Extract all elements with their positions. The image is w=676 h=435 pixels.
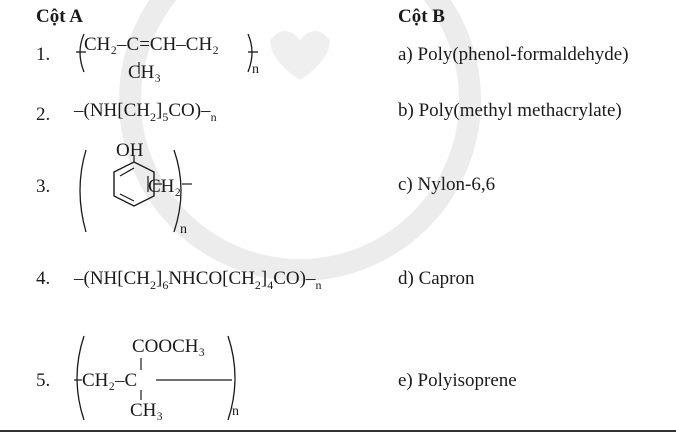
formula-2-n: n xyxy=(210,110,217,124)
formula-5-n: n xyxy=(232,404,239,419)
formula-3-n: n xyxy=(180,222,187,237)
formula-3-ring xyxy=(79,149,192,233)
formula-1-branch: CH₃ xyxy=(128,62,162,83)
formula-5-top: COOCH₃ xyxy=(132,336,206,357)
row-number-2: 2. xyxy=(36,104,51,125)
column-b-header: Cột B xyxy=(398,6,445,27)
formula-1-n: n xyxy=(252,62,259,77)
option-c: c) Nylon-6,6 xyxy=(398,174,496,195)
formula-1-brackets xyxy=(76,33,258,74)
row-number-3: 3. xyxy=(36,176,51,197)
formula-3-ch2: CH₂ xyxy=(148,176,182,197)
formula-3-oh: OH xyxy=(116,140,144,161)
formula-4-n: n xyxy=(315,278,322,292)
option-b: b) Poly(methyl methacrylate) xyxy=(398,100,622,121)
bottom-divider xyxy=(0,430,676,432)
formula-2: –(NH[CH2]5CO)–n xyxy=(74,100,217,124)
column-a-header: Cột A xyxy=(36,6,83,27)
option-d: d) Capron xyxy=(398,268,475,289)
option-a: a) Poly(phenol-formaldehyde) xyxy=(398,44,629,65)
formula-5-brackets xyxy=(74,335,236,421)
formula-2-part-a: NH[CH xyxy=(89,100,150,121)
formula-5-bottom: CH₃ xyxy=(130,400,164,421)
formula-5-main: CH₂–C xyxy=(82,370,138,391)
formula-4: –(NH[CH2]6NHCO[CH2]4CO)–n xyxy=(74,268,322,292)
row-number-4: 4. xyxy=(36,268,51,289)
row-number-1: 1. xyxy=(36,44,51,65)
row-number-5: 5. xyxy=(36,370,51,391)
option-e: e) Polyisoprene xyxy=(398,370,517,391)
formula-1-main: CH₂–C=CH–CH₂ xyxy=(84,34,219,55)
